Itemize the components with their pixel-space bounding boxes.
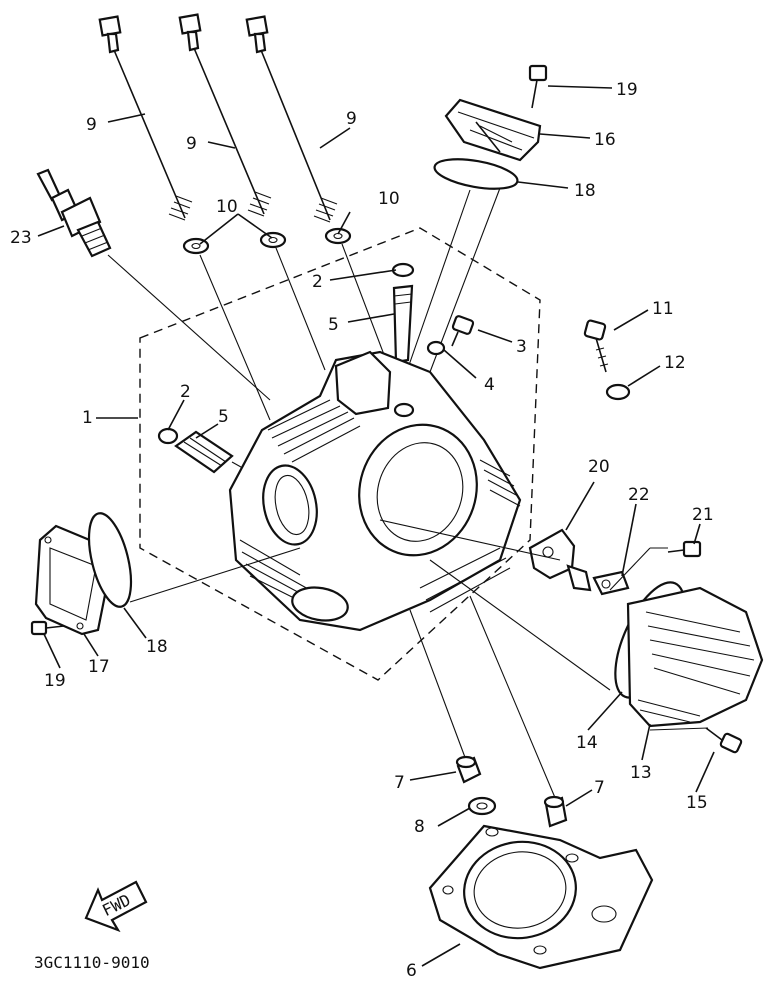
tensioner-20	[528, 528, 592, 592]
callout-17: 17	[88, 657, 110, 677]
callout-10-left: 10	[216, 197, 238, 217]
cylinder-head-gasket	[428, 824, 654, 970]
assembly-boundary	[139, 227, 541, 681]
callout-10-right: 10	[378, 189, 400, 209]
gasket-22	[592, 570, 630, 596]
valve-guide-left	[174, 430, 234, 474]
tappet-cover-top	[444, 98, 542, 162]
stud-bolt-left	[98, 15, 193, 221]
callout-labels: 9 9 9 10 10 23 19 16 18 2 5 3 4 11 12 1 …	[10, 80, 714, 981]
callout-7-right: 7	[594, 778, 605, 798]
callout-6: 6	[406, 961, 417, 981]
washer-right	[324, 227, 352, 245]
leader-lines	[37, 85, 715, 967]
callout-3: 3	[516, 337, 527, 357]
forward-direction-arrow: FWD	[84, 880, 148, 933]
callout-7-left: 7	[394, 773, 405, 793]
callout-19-left: 19	[44, 671, 66, 691]
callout-22: 22	[628, 485, 650, 505]
washer-12	[605, 383, 631, 401]
callout-8: 8	[414, 817, 425, 837]
callout-23: 23	[10, 228, 32, 248]
callout-9-left: 9	[86, 115, 97, 135]
callout-16: 16	[594, 130, 616, 150]
callout-11: 11	[652, 299, 674, 319]
callout-21: 21	[692, 505, 714, 525]
washer-8	[467, 796, 497, 816]
bolt-top-cover	[528, 64, 548, 109]
callout-9-right: 9	[346, 109, 357, 129]
callout-13: 13	[630, 763, 652, 783]
stud-bolt-center	[178, 13, 272, 217]
callout-5-left: 5	[218, 407, 229, 427]
washer-center	[259, 231, 287, 249]
side-cover-right	[626, 586, 764, 728]
callout-20: 20	[588, 457, 610, 477]
dowel-7-right	[543, 795, 568, 828]
valve-guide-top	[392, 284, 414, 364]
bolt-11	[583, 319, 609, 373]
stud-bolt-right	[245, 15, 338, 223]
spark-plug	[36, 168, 112, 258]
bolt-3	[451, 315, 475, 347]
dowel-pin-left	[157, 427, 179, 445]
callout-2-left: 2	[180, 382, 191, 402]
drawing-code: 3GC1110-9010	[34, 953, 150, 972]
bolt-left-cover	[30, 620, 65, 636]
callout-5-top: 5	[328, 315, 339, 335]
callout-18-left: 18	[146, 637, 168, 657]
bolt-15	[705, 727, 743, 754]
callout-12: 12	[664, 353, 686, 373]
callout-18-top: 18	[574, 181, 596, 201]
callout-15: 15	[686, 793, 708, 813]
dowel-7-left	[455, 755, 482, 784]
washer-4	[426, 340, 446, 356]
callout-1: 1	[82, 408, 93, 428]
callout-14: 14	[576, 733, 598, 753]
o-ring-top	[433, 158, 519, 190]
bolt-21	[667, 540, 702, 558]
callout-4: 4	[484, 375, 495, 395]
callout-2-top: 2	[312, 272, 323, 292]
cylinder-head	[228, 350, 522, 632]
callout-9-center: 9	[186, 134, 197, 154]
callout-19-top: 19	[616, 80, 638, 100]
o-ring-left	[87, 512, 133, 608]
